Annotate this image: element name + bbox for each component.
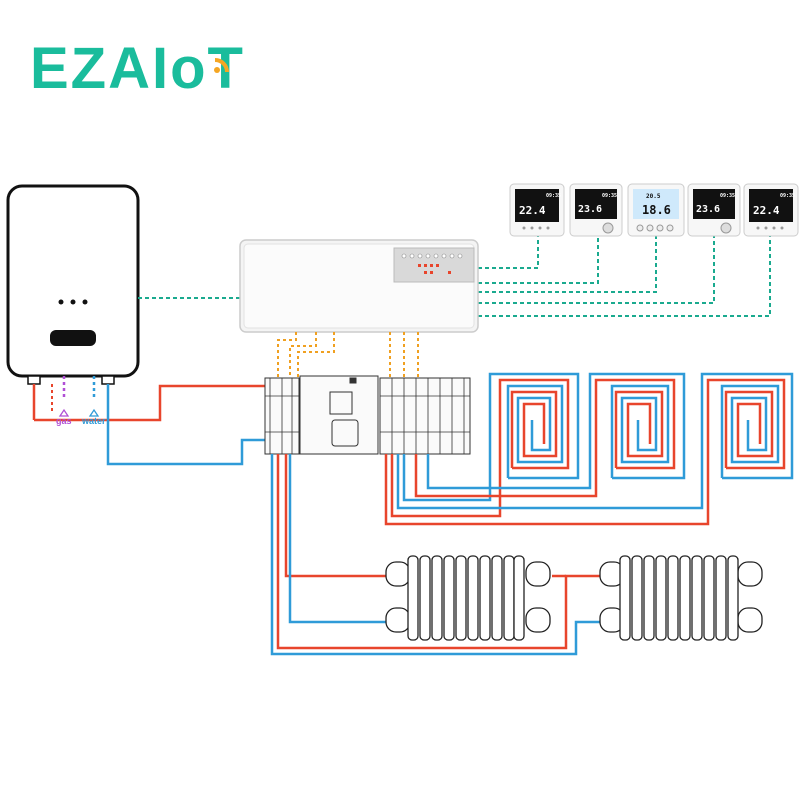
floor-loop-3 (384, 372, 794, 526)
water-label: water (81, 416, 106, 426)
actuator-wires (277, 332, 419, 384)
floor-loop-1 (390, 372, 580, 518)
svg-text:23.6: 23.6 (696, 204, 720, 215)
thermostat-4[interactable]: 09:35 23.6 (687, 183, 741, 237)
svg-text:18.6: 18.6 (642, 203, 671, 217)
radiator-pipes (270, 454, 604, 656)
thermostat-5[interactable]: 09:35 22.4 (743, 183, 799, 237)
svg-text:09:35: 09:35 (602, 193, 617, 199)
water-label-group: water (81, 408, 106, 426)
svg-text:09:35: 09:35 (720, 193, 735, 199)
boiler-display (50, 330, 96, 346)
svg-text:09:35: 09:35 (780, 193, 795, 199)
gas-label-group: gas (56, 408, 72, 426)
svg-text:22.4: 22.4 (753, 204, 780, 217)
radiator-2 (599, 555, 763, 641)
wiring-controller (239, 239, 479, 333)
signal-wires (138, 236, 771, 317)
thermostat-3[interactable]: 20.5 18.6 (627, 183, 685, 237)
thermostat-2[interactable]: 09:35 23.6 (569, 183, 623, 237)
radiator-1 (385, 555, 551, 641)
brand-logo-text: EZAIoT (30, 36, 245, 101)
floor-loop-2 (414, 372, 686, 498)
svg-text:09:35: 09:35 (546, 193, 561, 199)
boiler (6, 184, 140, 385)
boiler-pipes (32, 376, 266, 466)
brand-logo-dot (214, 67, 220, 73)
svg-text:20.5: 20.5 (646, 193, 661, 200)
brand-logo-wifi-icon (214, 58, 229, 73)
brand-logo: EZAIoT (30, 36, 245, 101)
controller-panel (393, 247, 475, 283)
gas-label: gas (56, 416, 72, 426)
manifold (264, 375, 471, 455)
thermostat-1[interactable]: 09:35 22.4 (509, 183, 565, 237)
svg-text:22.4: 22.4 (519, 204, 546, 217)
svg-text:23.6: 23.6 (578, 204, 602, 215)
